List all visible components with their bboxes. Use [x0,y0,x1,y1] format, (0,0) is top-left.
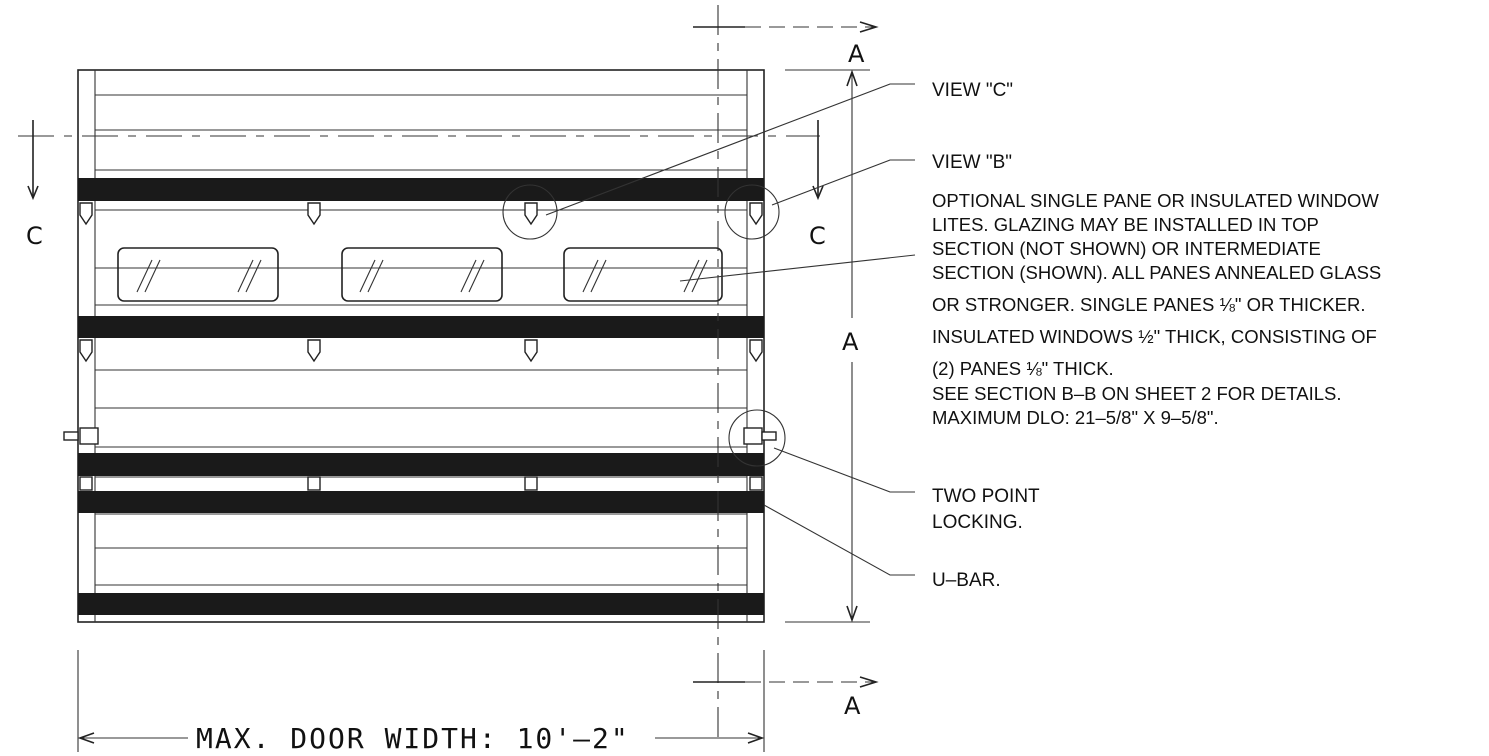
u-bar-callout: U–BAR. [932,570,1001,591]
hinges [79,202,763,491]
panel-lines [95,94,747,586]
window-lite [563,247,723,302]
svg-text:SECTION (NOT SHOWN) OR INTERME: SECTION (NOT SHOWN) OR INTERMEDIATE [932,238,1321,259]
svg-text:SECTION (SHOWN). ALL PANES ANN: SECTION (SHOWN). ALL PANES ANNEALED GLAS… [932,262,1381,283]
two-point-locking-callout-line2: LOCKING. [932,512,1023,533]
window-lites [95,247,747,302]
locking-detail-circle [728,409,786,467]
svg-text:SEE SECTION B–B ON SHEET 2 FOR: SEE SECTION B–B ON SHEET 2 FOR DETAILS. [932,383,1342,404]
section-c-right-label: C [809,222,826,250]
view-b-callout: VIEW "B" [932,152,1012,173]
section-c-left-label: C [26,222,43,250]
u-bar [78,491,764,513]
svg-text:OPTIONAL SINGLE PANE OR INSULA: OPTIONAL SINGLE PANE OR INSULATED WINDOW [932,190,1379,211]
view-c-detail-circle [502,184,558,240]
door-outline [77,69,765,623]
u-bar [78,453,764,476]
svg-text:MAXIMUM DLO: 21–5/8" X 9–5/8".: MAXIMUM DLO: 21–5/8" X 9–5/8". [932,407,1219,428]
lock-hardware [63,427,777,445]
u-bar [78,316,764,338]
svg-text:INSULATED WINDOWS ½" THICK, CO: INSULATED WINDOWS ½" THICK, CONSISTING O… [932,326,1377,347]
two-point-locking-callout: TWO POINT [932,486,1040,507]
section-a-bottom-label: A [844,692,861,720]
window-lite [117,247,279,302]
glazing-note: OPTIONAL SINGLE PANE OR INSULATED WINDOW… [932,190,1381,428]
svg-text:(2) PANES ⅛" THICK.: (2) PANES ⅛" THICK. [932,358,1114,379]
svg-text:OR STRONGER. SINGLE PANES ⅛" O: OR STRONGER. SINGLE PANES ⅛" OR THICKER. [932,294,1366,315]
window-lite [341,247,503,302]
svg-text:LITES. GLAZING MAY BE INSTALLE: LITES. GLAZING MAY BE INSTALLED IN TOP [932,214,1319,235]
view-b-detail-circle [724,184,780,240]
u-bar [78,593,764,615]
view-c-callout: VIEW "C" [932,80,1013,101]
section-a-top-label: A [848,40,865,68]
leader-lines [545,83,916,576]
u-bars [78,178,764,615]
height-dimension-label: A [842,328,859,356]
u-bar [78,178,764,201]
width-dimension-label: MAX. DOOR WIDTH: 10'–2" [196,722,630,755]
